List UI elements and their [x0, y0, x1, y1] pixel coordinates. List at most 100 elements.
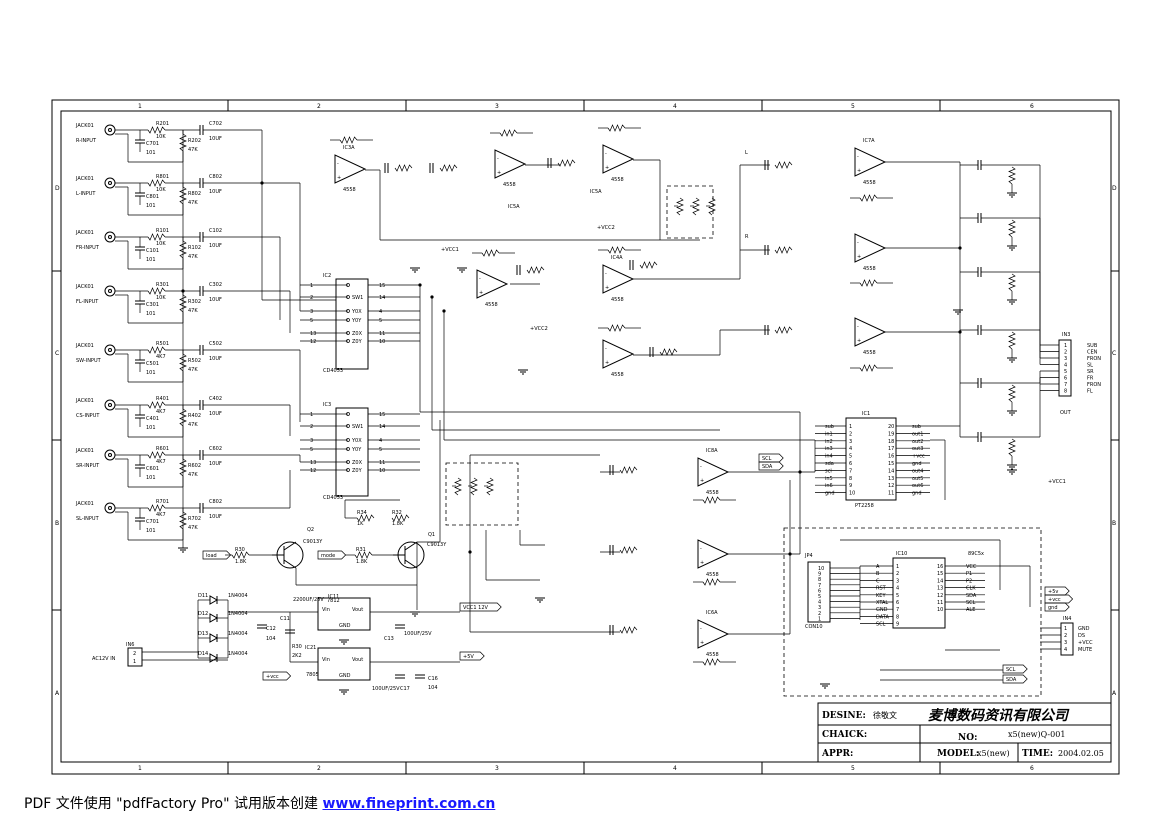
input-jack-pin — [108, 181, 112, 185]
resistor — [859, 364, 878, 372]
row-label-right: B — [1112, 520, 1116, 527]
capacitor — [547, 158, 552, 168]
input-jack — [104, 177, 116, 189]
capacitor — [415, 674, 425, 679]
resistor — [619, 546, 638, 554]
input-jack — [104, 399, 116, 411]
opamp-part: 4558 — [863, 180, 876, 186]
jack-input-label: FR-INPUT — [76, 245, 100, 251]
capacitor — [199, 400, 204, 410]
reg1-vout: Vout — [352, 607, 363, 613]
switch-pin-left: 1 — [310, 412, 313, 418]
input-r1-value: 4K7 — [156, 512, 166, 518]
opamp-part: 4558 — [611, 177, 624, 183]
jp4-label: JP4 — [804, 553, 813, 559]
resistor — [774, 161, 793, 169]
diode-name: D12 — [198, 611, 208, 617]
jp4-pin: 5 — [818, 594, 821, 600]
col-label-top: 1 — [138, 103, 142, 110]
tag-text: mode — [321, 553, 335, 559]
row-label-left: B — [55, 520, 59, 527]
input-r2-name: R402 — [188, 413, 201, 419]
ctrl-connector: IN4 — [1060, 616, 1074, 656]
ac-pin-2: 2 — [133, 651, 136, 657]
input-r1-value: 4K7 — [156, 354, 166, 360]
diode-body — [209, 595, 219, 605]
tag-shape — [758, 461, 784, 471]
ground-symbol — [1007, 245, 1017, 251]
opamp-plus: + — [605, 285, 609, 291]
ic3-switch: IC3 CD4053 — [323, 402, 369, 501]
opamp-plus: + — [700, 640, 704, 646]
tag-sda-bottom: SDA — [1002, 674, 1028, 684]
ic1-sig-left: in6 — [825, 483, 833, 489]
switch-pin-name: Z0X — [352, 331, 363, 337]
diode-body — [209, 613, 219, 623]
appr-label: APPR: — [821, 749, 853, 759]
jack-name: JACK01 — [75, 176, 94, 182]
tag-shape — [317, 550, 347, 560]
ic1-pin-left: 1 — [849, 424, 852, 430]
mcu-pin-left: 8 — [896, 614, 899, 620]
switch-pin-right: 10 — [379, 339, 385, 345]
reg1-vin: Vin — [322, 607, 330, 613]
mcu-sig-right: CLK — [966, 586, 976, 592]
out-pin-label: FRON — [1087, 356, 1101, 362]
reg2-vin: Vin — [322, 657, 330, 663]
input-r2-value: 47K — [188, 308, 198, 314]
ctrl-conn-name: IN4 — [1063, 616, 1071, 622]
vcc-net-label-right: +VCC1 — [1048, 479, 1066, 485]
ground-symbol — [1007, 410, 1017, 416]
mcu-pin-left: 5 — [896, 593, 899, 599]
c13-name: C13 — [384, 636, 394, 642]
tag-shape — [1044, 586, 1070, 596]
switch-contact — [346, 318, 350, 322]
jack-name: JACK01 — [75, 398, 94, 404]
resistor — [147, 504, 166, 512]
input-r1-name: R701 — [156, 499, 169, 505]
resistor — [607, 324, 626, 332]
ground-symbol — [518, 369, 528, 375]
input-cap-name: C802 — [209, 174, 222, 180]
resistor — [147, 126, 166, 134]
junction-dot — [788, 552, 792, 556]
jp4-pin: 1 — [818, 616, 821, 622]
switch-pin-left: 5 — [310, 447, 313, 453]
mcu-sig-left: KEY — [876, 593, 886, 599]
switch-contact — [346, 339, 350, 343]
ctrl-pin-number: 2 — [1064, 633, 1067, 639]
capacitor — [199, 232, 204, 242]
input-jack-pin — [108, 403, 112, 407]
ground-symbol — [1007, 464, 1017, 470]
q1-label: Q1 — [428, 532, 435, 538]
switch-pin-right: 15 — [379, 412, 385, 418]
model-value: x5(new) — [977, 749, 1010, 758]
capacitor — [199, 450, 204, 460]
regulator-7812 — [317, 597, 371, 631]
capacitor — [395, 624, 405, 629]
capacitor — [609, 625, 614, 635]
resistor — [356, 514, 375, 522]
ic1-sig-left: in3 — [825, 446, 833, 452]
out-l-label: L — [745, 150, 748, 156]
switch-contact — [346, 412, 350, 416]
tag-shape — [1002, 674, 1028, 684]
capacitor — [135, 139, 145, 144]
mcu-sig-right: ALE — [966, 607, 975, 613]
tag-vcc-small: +vcc — [262, 671, 292, 681]
tag-shape — [1002, 664, 1028, 674]
ic1-pin-right: 15 — [888, 461, 894, 467]
tag-text: SCL — [762, 456, 772, 462]
input-channel: JACK01R-INPUTR20110KC701101C70210UFR2024… — [75, 121, 262, 163]
switch-pin-right: 14 — [379, 424, 385, 430]
input-cap-value: 10UF — [209, 411, 222, 417]
ic1-pin-right: 17 — [888, 446, 894, 452]
ac-conn-name: IN6 — [126, 642, 134, 648]
footer-link[interactable]: www.fineprint.com.cn — [322, 796, 496, 812]
time-value: 2004.02.05 — [1058, 749, 1104, 758]
diode-part: 1N4004 — [228, 593, 248, 599]
opamp-minus: - — [857, 240, 859, 246]
col-label-top: 6 — [1030, 103, 1034, 110]
ic1-pin-left: 5 — [849, 454, 852, 460]
